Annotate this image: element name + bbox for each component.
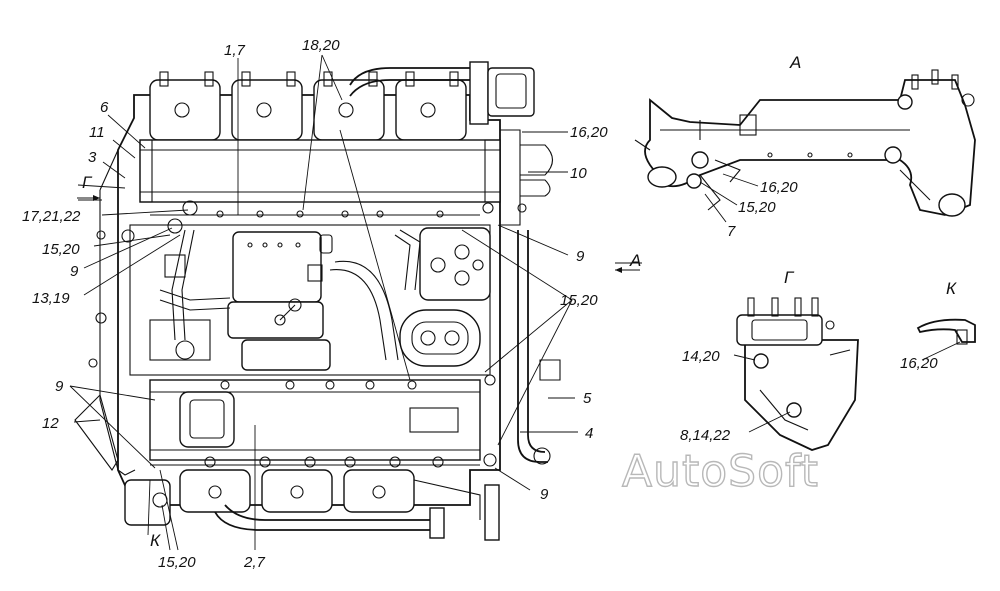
view-k-label-16-20: 16,20 (900, 355, 938, 372)
label-9-a: 9 (70, 263, 79, 280)
watermark: AutoSoft (622, 446, 819, 497)
view-arrows (77, 195, 640, 273)
label-view-g-arrow: Г (82, 173, 93, 192)
top-head-covers (149, 71, 467, 141)
label-view-k-arrow: К (150, 531, 161, 550)
label-9-c: 9 (540, 486, 549, 503)
label-18-20: 18,20 (302, 37, 340, 54)
label-1-7: 1,7 (224, 42, 246, 59)
label-view-a-arrow: А (629, 251, 641, 270)
view-a-title: А (789, 53, 801, 72)
view-a-label-16-20: 16,20 (760, 179, 798, 196)
view-a-label-15-20: 15,20 (738, 199, 776, 216)
label-15-20-a: 15,20 (42, 241, 80, 258)
label-5: 5 (583, 390, 592, 407)
label-9-d: 9 (55, 378, 64, 395)
label-2-7: 2,7 (243, 554, 266, 571)
view-a-label-7: 7 (727, 223, 736, 240)
label-17-21-22: 17,21,22 (22, 208, 81, 225)
label-11: 11 (89, 124, 105, 141)
bottom-head-covers (124, 469, 415, 526)
view-g-label-14-20: 14,20 (682, 348, 720, 365)
label-15-20-b: 15,20 (560, 292, 598, 309)
view-g-title: Г (784, 268, 795, 287)
callout-labels: 1,7 18,20 6 11 3 Г 17,21,22 15,20 9 13,1… (22, 37, 957, 571)
label-6: 6 (100, 99, 109, 116)
view-a-manifold (634, 69, 976, 217)
label-10: 10 (570, 165, 587, 182)
view-g-label-8-14-22: 8,14,22 (680, 427, 731, 444)
label-16-20: 16,20 (570, 124, 608, 141)
leader-lines (69, 54, 961, 551)
label-12: 12 (42, 415, 59, 432)
view-k-detail (916, 318, 976, 345)
label-15-20-c: 15,20 (158, 554, 196, 571)
label-9-b: 9 (576, 248, 585, 265)
view-k-title: К (946, 279, 957, 298)
label-3: 3 (88, 149, 97, 166)
view-g-detail (736, 297, 859, 451)
label-4: 4 (585, 425, 593, 442)
engine-main-view (74, 61, 561, 541)
label-13-19: 13,19 (32, 290, 70, 307)
